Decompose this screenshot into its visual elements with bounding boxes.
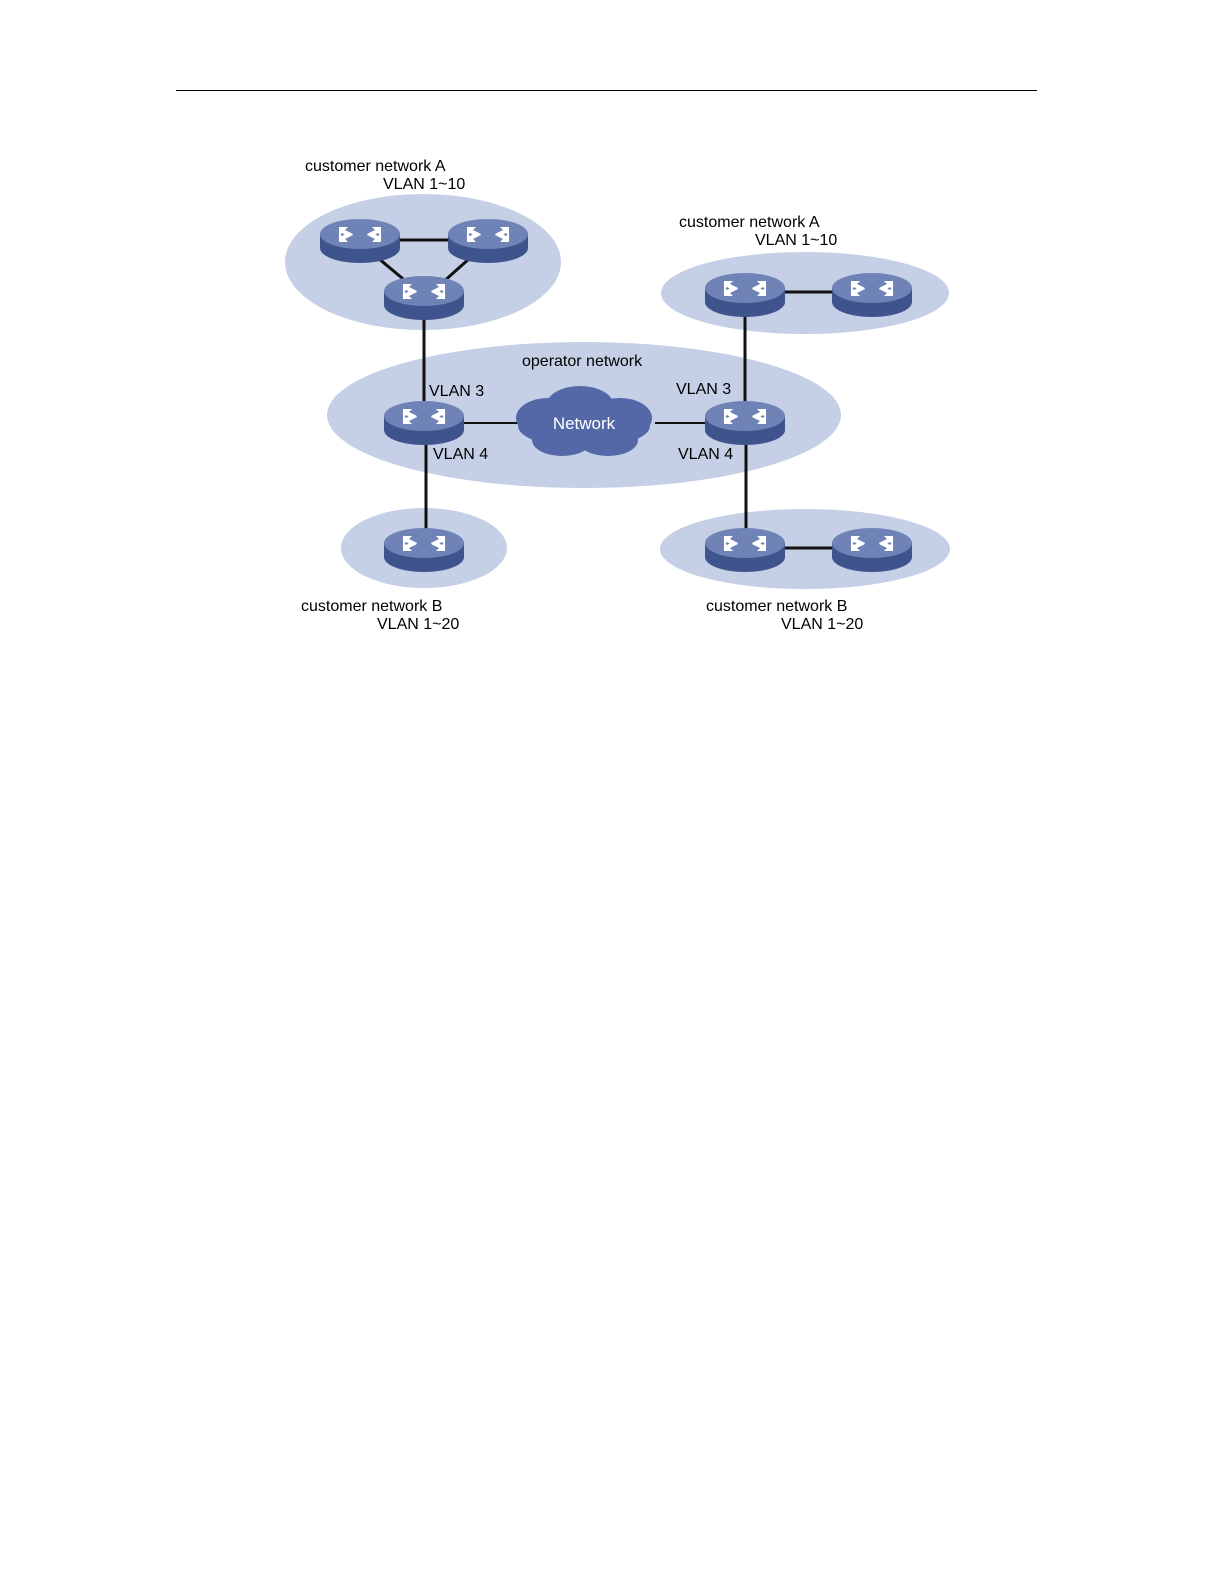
label-right-vlan4: VLAN 4 xyxy=(678,446,733,463)
switch-icon-b-left xyxy=(384,528,464,572)
label-customer-a-right-name: customer network A xyxy=(679,214,820,231)
label-customer-b-left-vlan: VLAN 1~20 xyxy=(377,616,459,633)
label-customer-b-left-name: customer network B xyxy=(301,598,442,615)
switch-icon-a-right-1 xyxy=(705,273,785,317)
label-operator-network: operator network xyxy=(522,353,643,370)
label-left-vlan4: VLAN 4 xyxy=(433,446,488,463)
label-customer-b-right-vlan: VLAN 1~20 xyxy=(781,616,863,633)
switch-icon-a-left-2 xyxy=(448,219,528,263)
label-customer-a-left-name: customer network A xyxy=(305,158,446,175)
switch-icon-a-left-3 xyxy=(384,276,464,320)
switch-icon-b-right-1 xyxy=(705,528,785,572)
label-right-vlan3: VLAN 3 xyxy=(676,381,731,398)
switch-icon-operator-right xyxy=(705,401,785,445)
label-customer-b-right-name: customer network B xyxy=(706,598,847,615)
label-customer-a-right-vlan: VLAN 1~10 xyxy=(755,232,837,249)
switch-icon-a-right-2 xyxy=(832,273,912,317)
label-left-vlan3: VLAN 3 xyxy=(429,383,484,400)
switch-icon-b-right-2 xyxy=(832,528,912,572)
label-customer-a-left-vlan: VLAN 1~10 xyxy=(383,176,465,193)
cloud-label: Network xyxy=(553,414,616,433)
switch-icon-a-left-1 xyxy=(320,219,400,263)
switch-icon-operator-left xyxy=(384,401,464,445)
